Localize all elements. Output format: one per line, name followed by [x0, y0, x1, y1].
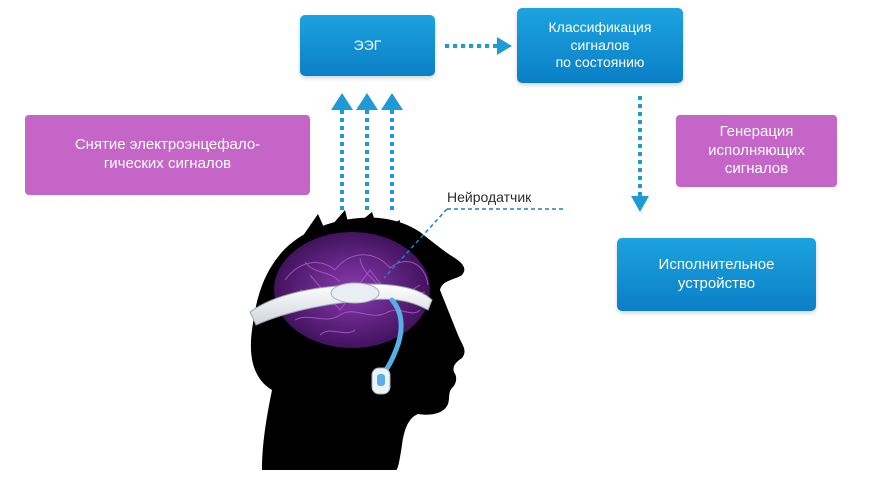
- device-line-2: устройство: [677, 274, 756, 292]
- eeg-box-line: ЭЭГ: [353, 36, 382, 53]
- classification-line-3: по состоянию: [555, 54, 645, 71]
- eeg-box: ЭЭГ: [300, 15, 435, 76]
- arrow-classification-to-device: [631, 96, 649, 212]
- generation-line-3: сигналов: [724, 160, 789, 178]
- classification-line-2: сигналов: [570, 36, 630, 53]
- classification-line-1: Классификация: [548, 19, 652, 36]
- classification-box: Классификация сигналов по состоянию: [517, 8, 683, 83]
- generation-line-1: Генерация: [719, 122, 794, 140]
- arrow-eeg-to-classification: [445, 37, 512, 55]
- signal-generation-box: Генерация исполняющих сигналов: [676, 115, 837, 187]
- sensor-pointer-line: [383, 208, 563, 279]
- generation-line-2: исполняющих: [708, 141, 805, 159]
- signal-capture-box: Снятие электроэнцефало- гических сигнало…: [25, 115, 310, 195]
- headband-sensor: [249, 282, 433, 395]
- upward-signal-arrows: [331, 93, 403, 210]
- capture-line-1: Снятие электроэнцефало-: [74, 136, 261, 154]
- device-line-1: Исполнительное: [658, 255, 775, 273]
- neurosensor-label: Нейродатчик: [447, 189, 532, 205]
- actuator-device-box: Исполнительное устройство: [617, 238, 816, 311]
- capture-line-2: гических сигналов: [103, 155, 232, 172]
